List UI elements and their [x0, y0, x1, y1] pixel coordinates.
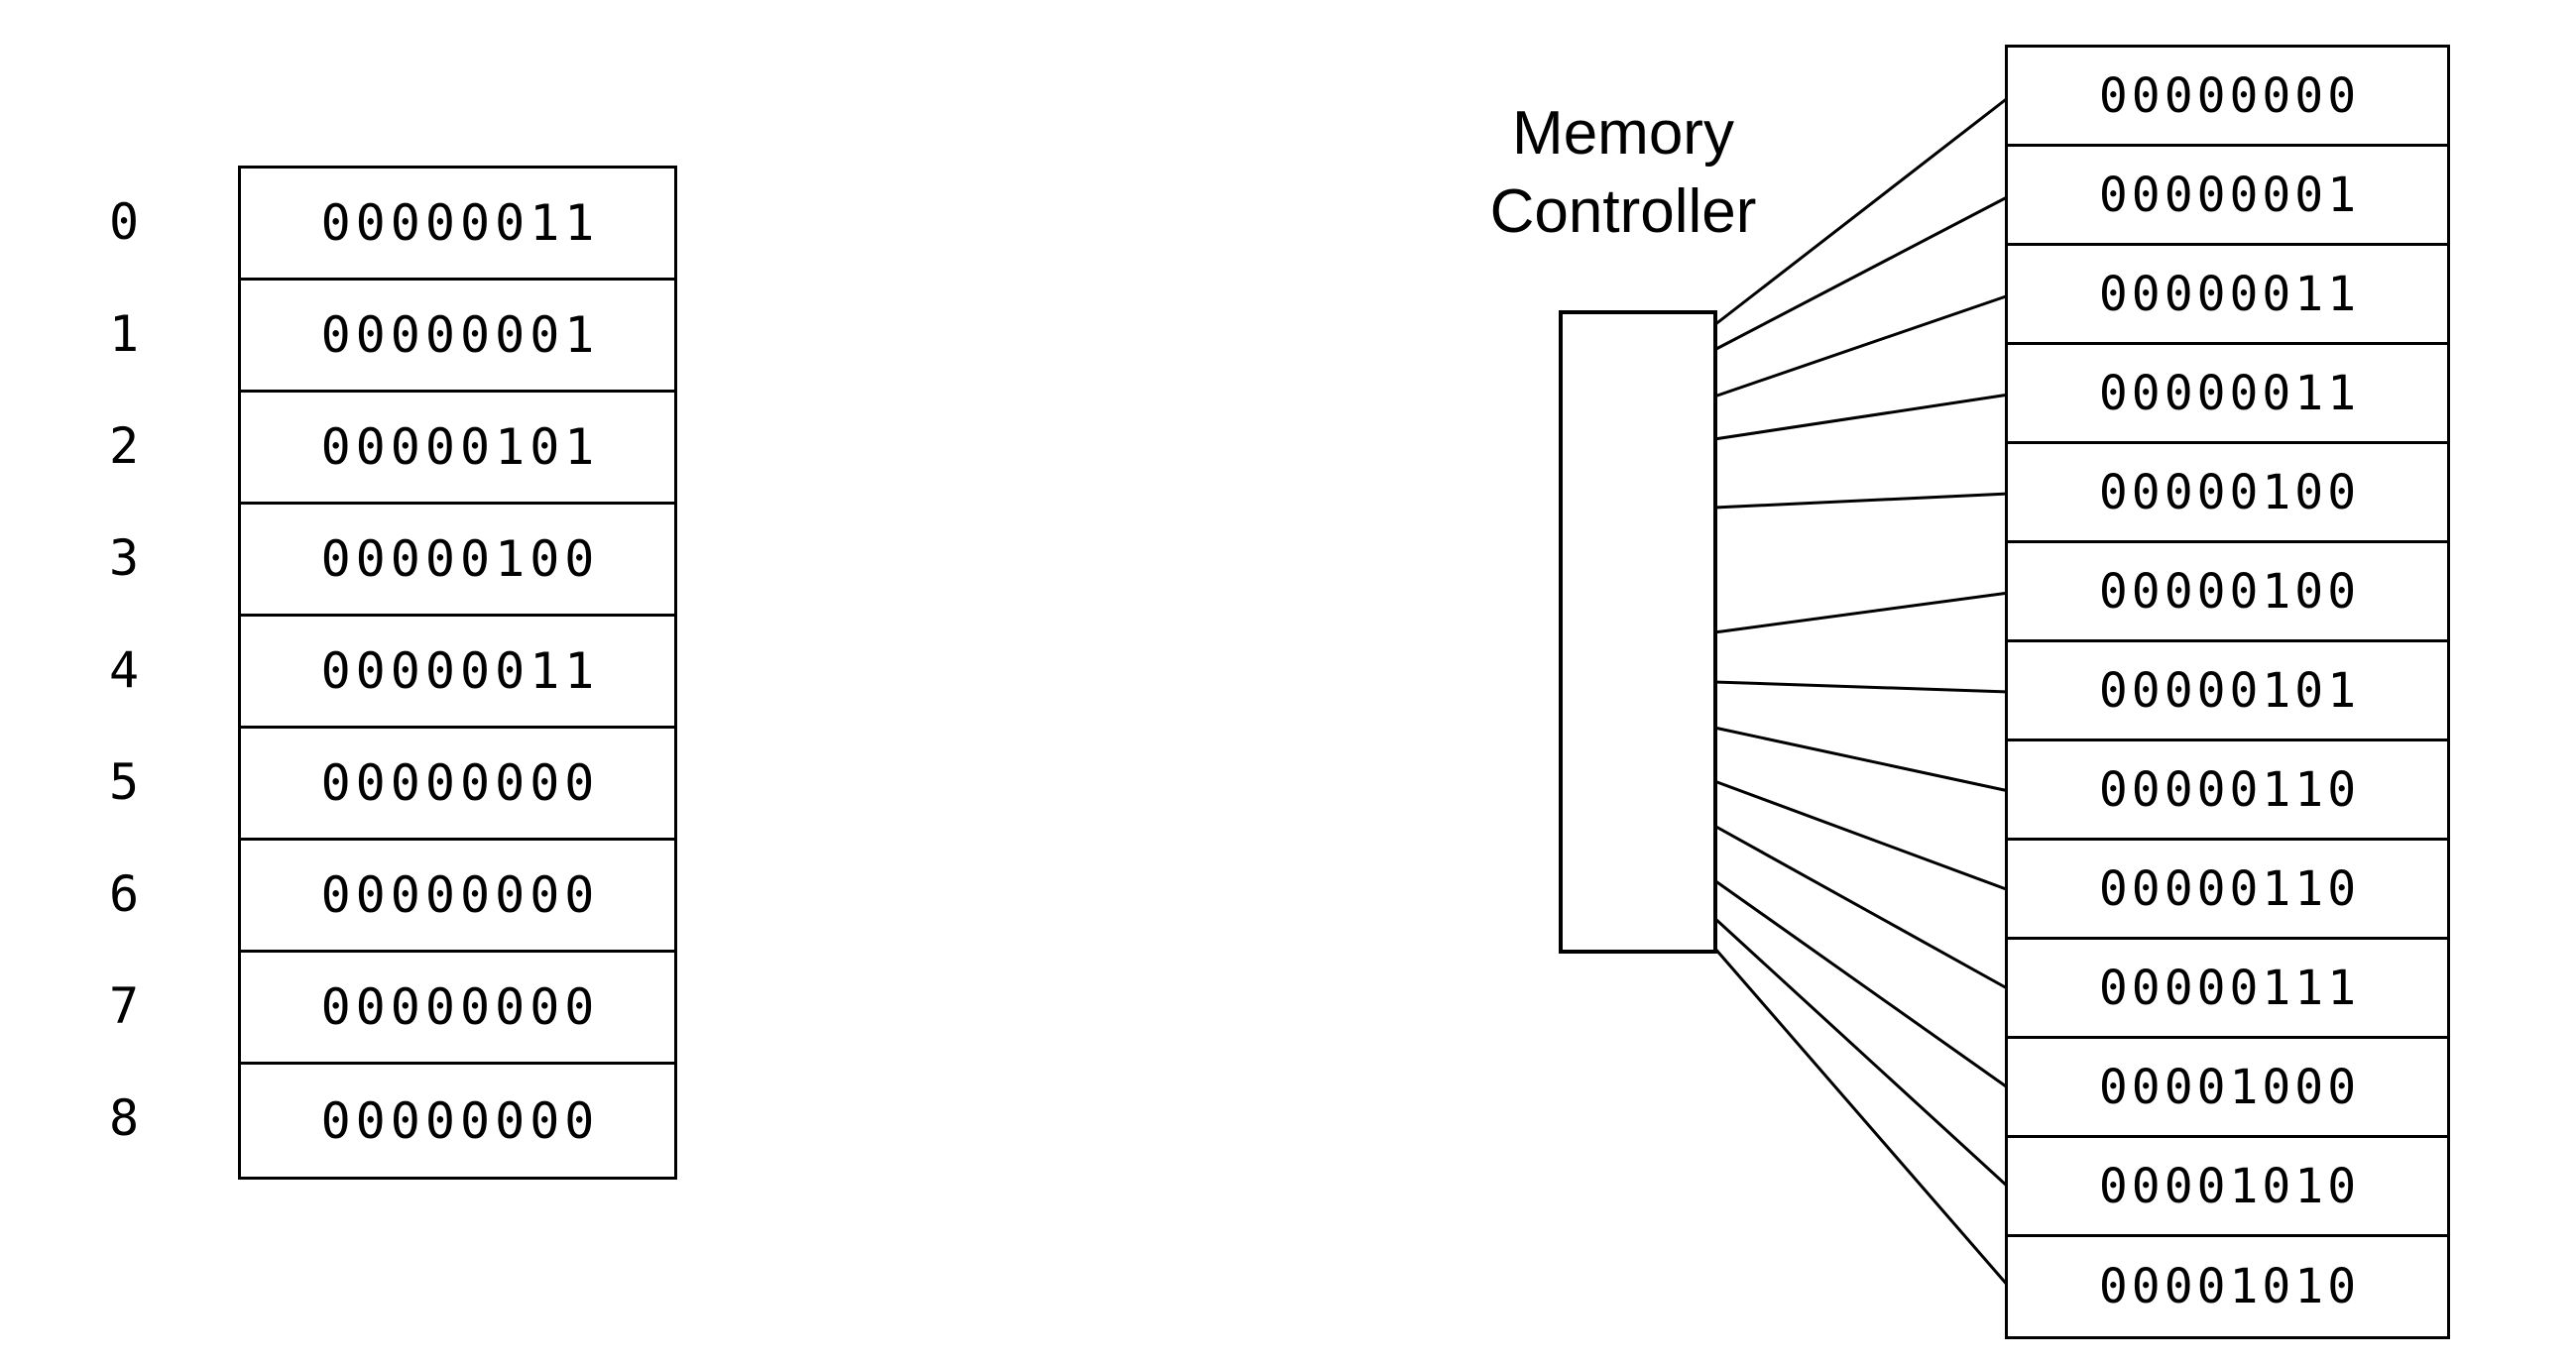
memory-controller-label: Memory Controller	[1400, 94, 1846, 251]
connection-line	[1712, 916, 2011, 1190]
connection-line	[1712, 947, 2011, 1288]
left-memory-cell: 00000001	[241, 281, 674, 393]
address-label: 3	[108, 528, 140, 587]
right-memory-cell: 00000100	[2008, 444, 2447, 543]
address-label: 4	[108, 640, 140, 699]
right-memory-cell: 00000001	[2008, 147, 2447, 246]
left-memory-cell: 00000100	[241, 505, 674, 617]
connection-line	[1713, 591, 2010, 634]
memory-controller-label-line1: Memory	[1512, 99, 1734, 168]
left-memory-cell: 00000000	[241, 729, 674, 841]
left-memory-cell: 00000000	[241, 953, 674, 1065]
connection-line	[1713, 393, 2010, 441]
address-label: 0	[108, 192, 140, 251]
left-memory-cell: 00000000	[320, 1091, 600, 1150]
address-label: 2	[108, 416, 140, 475]
left-memory-cell: 00000000	[241, 841, 674, 953]
address-index-column: 0 1 2 3 4 5 6 7 8	[64, 166, 183, 1174]
right-memory-cell: 00000100	[2008, 543, 2447, 642]
connection-line	[1713, 824, 2010, 991]
address-label: 1	[108, 304, 140, 363]
right-memory-cell: 00001000	[2008, 1039, 2447, 1138]
left-memory-cell: 00000011	[241, 617, 674, 729]
right-memory-cell: 00000011	[2008, 246, 2447, 345]
connection-line	[1713, 293, 2010, 398]
right-memory-cell: 00001010	[2008, 1138, 2447, 1237]
right-memory-cell: 00000011	[2008, 345, 2447, 444]
connection-line	[1713, 779, 2010, 892]
right-memory-cell: 00000110	[2008, 841, 2447, 940]
right-memory-cell: 00000000	[2008, 48, 2447, 147]
right-memory-cell: 00000111	[2008, 940, 2447, 1039]
address-label: 8	[108, 1088, 140, 1147]
address-label: 7	[108, 976, 140, 1035]
connection-line	[1713, 726, 2010, 793]
address-label: 6	[108, 864, 140, 923]
connection-line	[1713, 878, 2010, 1090]
left-memory-cell: 00000101	[241, 393, 674, 505]
right-memory-cell: 00001010	[2098, 1259, 2361, 1314]
memory-controller-box	[1559, 310, 1717, 954]
connection-line	[1713, 680, 2010, 694]
memory-controller-label-line2: Controller	[1489, 177, 1757, 246]
address-label: 5	[108, 752, 140, 811]
left-memory-cell: 00000011	[241, 169, 674, 281]
right-memory-cell: 00000110	[2008, 741, 2447, 841]
right-memory-cell: 00000101	[2008, 642, 2447, 741]
connection-line	[1713, 492, 2010, 510]
